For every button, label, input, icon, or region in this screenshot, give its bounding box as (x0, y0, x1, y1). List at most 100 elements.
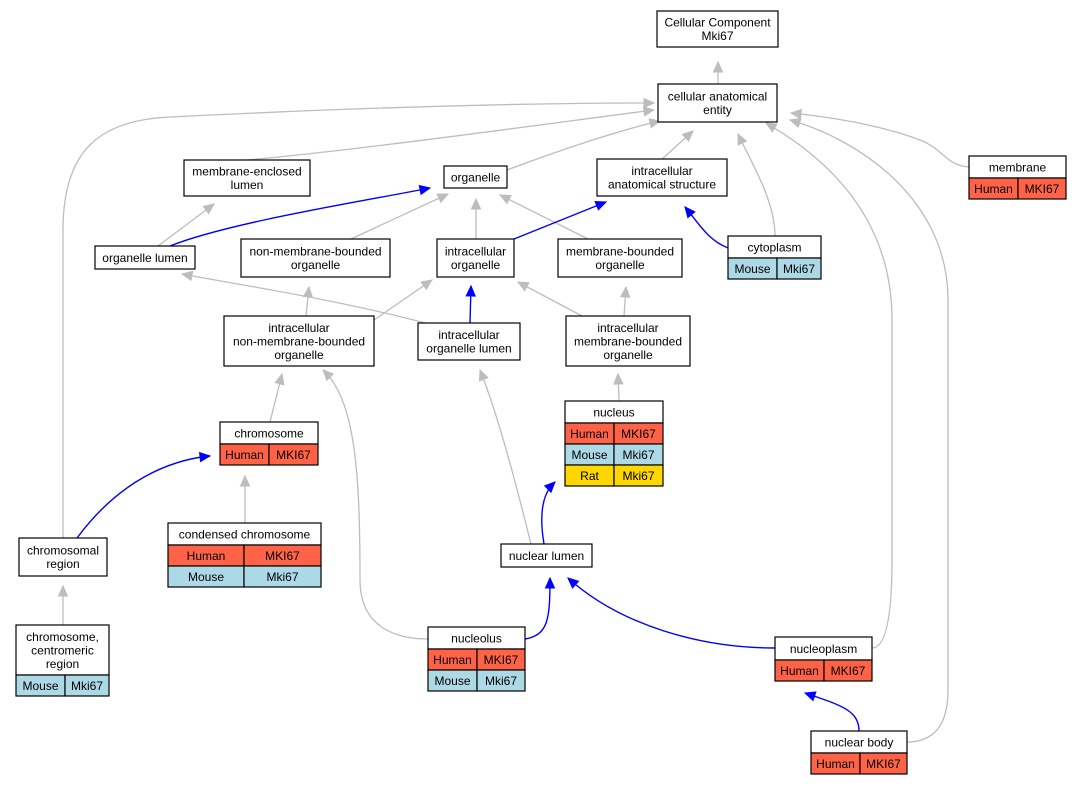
node-box (183, 159, 311, 197)
node-box (94, 245, 196, 270)
edge-nucleolus-to-nlumen (524, 576, 556, 640)
gene-label: Mki67 (622, 469, 654, 483)
edge-nlumen-to-nucleus (541, 481, 556, 545)
arrowhead (470, 197, 482, 210)
arrowhead (613, 372, 624, 385)
node-nlumen[interactable]: nuclear lumen (500, 543, 593, 568)
arrowhead (57, 584, 69, 597)
species-label: Mouse (434, 674, 470, 688)
node-label: lumen (231, 178, 264, 192)
node-label: organelle lumen (102, 251, 187, 265)
arrowhead (465, 284, 476, 297)
arrowhead (239, 474, 251, 487)
edge-nucleolus-to-inmbo (322, 369, 429, 640)
species-label: Human (974, 182, 1013, 196)
gene-cell (1017, 177, 1067, 200)
arrowhead (803, 691, 817, 702)
edge-nucleus-to-imbo (613, 372, 624, 402)
gene-label: Mki67 (622, 448, 654, 462)
node-label: organelle (603, 348, 653, 362)
annotation-row-human: Human MKI67 (968, 177, 1067, 200)
node-ol[interactable]: organelle lumen (94, 245, 196, 270)
species-label: Human (187, 549, 226, 563)
node-label: intracellular (631, 164, 692, 178)
species-label: Human (225, 448, 264, 462)
node-label: centromeric (31, 643, 94, 657)
arrowhead (420, 279, 434, 291)
edge-organelle-to-cae (506, 118, 662, 171)
gene-label: MKI67 (621, 427, 656, 441)
node-label: intracellular (438, 328, 499, 342)
edge-ol-to-mel (157, 203, 215, 247)
arrowhead (684, 206, 696, 219)
node-label: region (46, 557, 79, 571)
node-label: membrane-bounded (566, 245, 674, 259)
node-label: organelle (291, 258, 341, 272)
node-organelle[interactable]: organelle (443, 165, 508, 189)
node-label: Mki67 (701, 29, 733, 43)
gene-cell (476, 669, 526, 692)
edge-cchrom-to-chromosome (239, 474, 251, 523)
edge-imbo-to-mbo (620, 285, 631, 317)
node-label: organelle (274, 348, 324, 362)
node-label: chromosomal (27, 544, 99, 558)
gene-cell (823, 659, 873, 682)
node-label: region (46, 657, 79, 671)
gene-label: Mki67 (485, 674, 517, 688)
node-label: intracellular (597, 321, 658, 335)
edge-io-to-organelle (470, 197, 482, 239)
node-label: membrane-enclosed (192, 165, 301, 179)
edge-io-to-ias (513, 201, 608, 240)
gene-cell (64, 674, 110, 697)
species-label: Mouse (188, 570, 224, 584)
arrowhead (198, 451, 212, 463)
edge-inmbo-to-nmbo (302, 285, 314, 317)
arrowhead (418, 184, 432, 196)
arrowhead (788, 117, 802, 129)
edge-mbo-to-organelle (498, 194, 589, 240)
node-label: organelle (595, 258, 645, 272)
gene-label: MKI67 (866, 757, 901, 771)
edge-iol-to-ol (180, 270, 434, 326)
node-box (223, 315, 375, 367)
species-label: Mouse (734, 262, 770, 276)
node-label: membrane (989, 160, 1047, 174)
species-label: Mouse (571, 448, 607, 462)
edge-cytoplasm-to-ias (684, 206, 729, 249)
node-inmbo[interactable]: intracellularnon-membrane-boundedorganel… (223, 315, 375, 367)
node-label: condensed chromosome (179, 527, 311, 541)
edge-layer (57, 60, 970, 743)
edge-membrane-to-cae (789, 108, 970, 168)
node-label: cytoplasm (747, 240, 801, 254)
gene-label: MKI67 (1025, 182, 1060, 196)
gene-cell (243, 565, 322, 588)
annotation-row-mouse: Mouse Mki67 (564, 443, 664, 466)
arrowhead (620, 285, 631, 298)
node-box (565, 315, 691, 367)
node-box (443, 165, 508, 189)
